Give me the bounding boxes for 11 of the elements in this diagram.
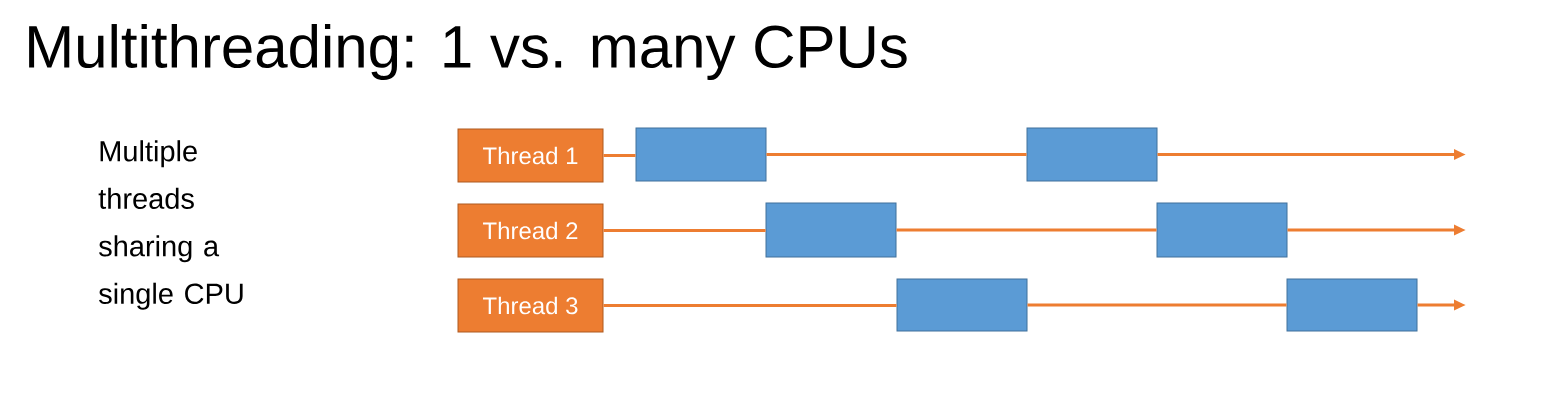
- process-box: [1026, 127, 1158, 182]
- process-box: [896, 278, 1028, 332]
- thread-box: Thread 1: [457, 128, 604, 183]
- process-box: [635, 127, 767, 182]
- process-box: [1156, 202, 1288, 258]
- process-box: [1286, 278, 1418, 332]
- side-text: Multiple threads sharing a single CPU: [98, 140, 243, 310]
- process-box: [765, 202, 897, 258]
- title: Multithreading: 1 vs. many CPUs: [29, 24, 907, 80]
- thread-box: Thread 2: [457, 203, 604, 258]
- thread-box: Thread 3: [457, 278, 604, 333]
